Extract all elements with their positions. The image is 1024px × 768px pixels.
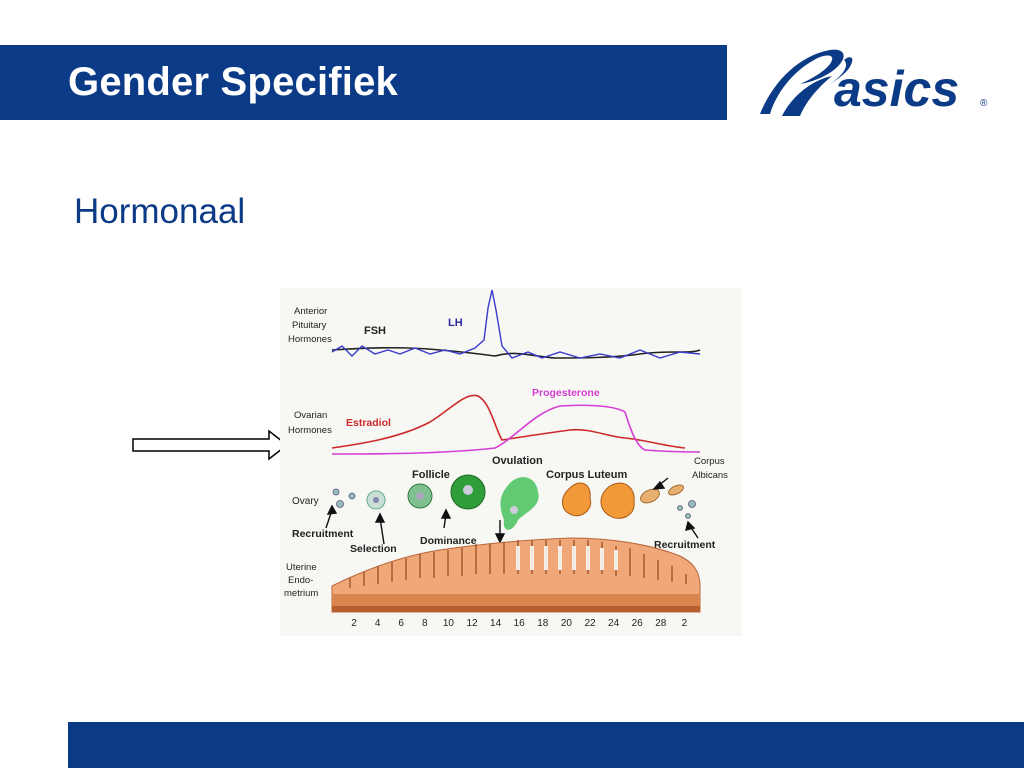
day-tick-label: 16 bbox=[514, 618, 526, 629]
uterine-label: Uterine Endo- metrium bbox=[284, 562, 318, 599]
day-tick-label: 2 bbox=[351, 618, 357, 629]
recruitment-right-label: Recruitment bbox=[654, 539, 716, 551]
menstrual-cycle-diagram: Anterior Pituitary Hormones Ovarian Horm… bbox=[280, 288, 742, 636]
fsh-curve bbox=[331, 346, 701, 359]
endometrium-lumens bbox=[516, 546, 618, 570]
day-tick-label: 6 bbox=[398, 618, 404, 629]
pointer-arrow-icon bbox=[132, 429, 289, 461]
svg-text:Hormones: Hormones bbox=[288, 334, 332, 345]
ovary-label: Ovary bbox=[292, 496, 319, 507]
day-tick-label: 4 bbox=[375, 618, 381, 629]
footer-bar bbox=[68, 722, 1024, 768]
pituitary-label: Anterior Pituitary Hormones bbox=[288, 306, 332, 345]
day-tick-label: 10 bbox=[443, 618, 455, 629]
estradiol-curve bbox=[331, 394, 686, 449]
lh-curve bbox=[331, 289, 701, 359]
svg-text:Pituitary: Pituitary bbox=[292, 320, 327, 331]
estradiol-label: Estradiol bbox=[346, 417, 391, 429]
day-tick-label: 24 bbox=[608, 618, 620, 629]
recruitment-left-label: Recruitment bbox=[292, 528, 354, 540]
svg-text:®: ® bbox=[980, 98, 988, 109]
lh-label: LH bbox=[448, 317, 463, 329]
dominance-label: Dominance bbox=[420, 535, 477, 547]
progesterone-curve bbox=[331, 404, 701, 455]
progesterone-label: Progesterone bbox=[532, 387, 600, 399]
slide-title: Gender Specifiek bbox=[68, 60, 398, 104]
svg-text:Anterior: Anterior bbox=[294, 306, 327, 317]
day-tick-label: 28 bbox=[655, 618, 667, 629]
day-tick-label: 2 bbox=[682, 618, 688, 629]
endometrium-layer bbox=[331, 537, 701, 613]
selection-label: Selection bbox=[350, 543, 397, 555]
follicle-label: Follicle bbox=[412, 469, 450, 481]
stage-arrows bbox=[325, 477, 699, 545]
svg-text:Uterine: Uterine bbox=[286, 562, 317, 573]
ovulation-label: Ovulation bbox=[492, 455, 543, 467]
day-tick-label: 20 bbox=[561, 618, 573, 629]
asics-logo: asics ® bbox=[760, 49, 988, 117]
fsh-label: FSH bbox=[364, 325, 386, 337]
slide-subtitle: Hormonaal bbox=[74, 192, 246, 231]
day-tick-label: 8 bbox=[422, 618, 428, 629]
day-tick-label: 12 bbox=[466, 618, 478, 629]
title-bar bbox=[0, 45, 727, 120]
svg-text:Albicans: Albicans bbox=[692, 470, 728, 481]
corpus-albicans-label: Corpus Albicans bbox=[692, 456, 728, 481]
svg-text:Hormones: Hormones bbox=[288, 425, 332, 436]
day-tick-label: 22 bbox=[584, 618, 596, 629]
svg-text:Ovarian: Ovarian bbox=[294, 410, 327, 421]
day-tick-label: 26 bbox=[632, 618, 644, 629]
svg-text:Endo-: Endo- bbox=[288, 575, 313, 586]
logo-wordmark: asics bbox=[834, 61, 959, 117]
small-follicles bbox=[332, 474, 696, 530]
svg-text:Corpus: Corpus bbox=[694, 456, 725, 467]
day-tick-label: 18 bbox=[537, 618, 549, 629]
day-tick-label: 14 bbox=[490, 618, 502, 629]
ovarian-label: Ovarian Hormones bbox=[288, 410, 332, 436]
corpus-luteum-label: Corpus Luteum bbox=[546, 469, 627, 481]
svg-text:metrium: metrium bbox=[284, 588, 318, 599]
